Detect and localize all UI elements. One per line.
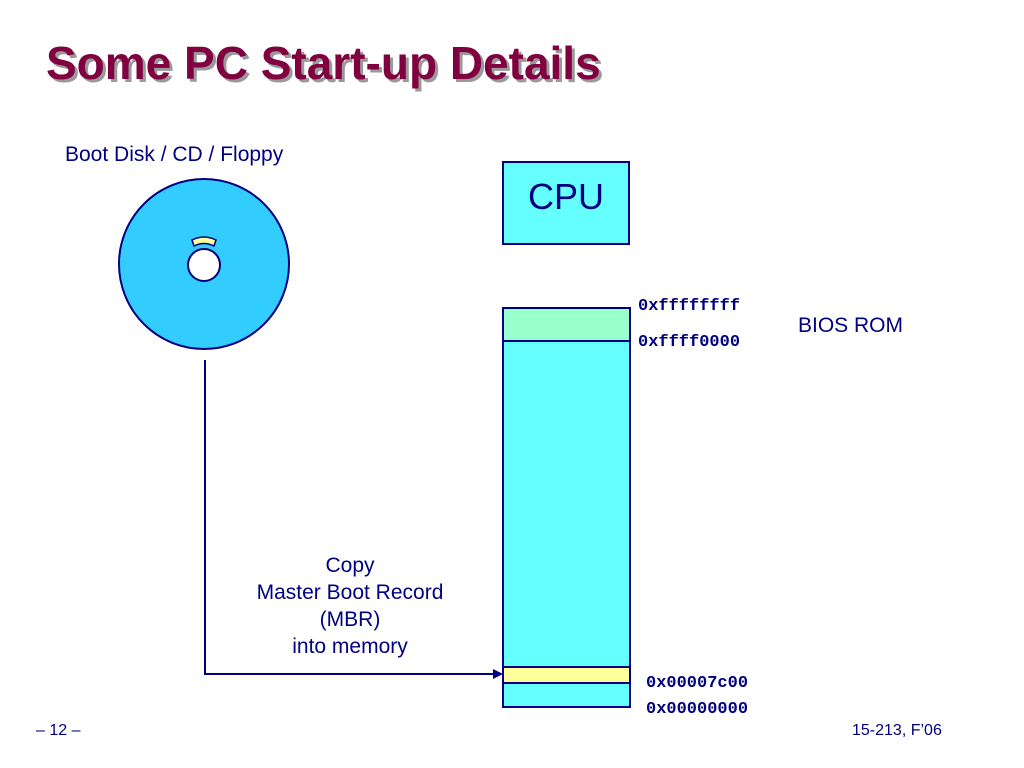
boot-disk-label: Boot Disk / CD / Floppy: [65, 143, 284, 166]
address-bottom: 0x00000000: [646, 700, 749, 719]
disk-label-arc: [191, 236, 217, 248]
copy-arrow-line: [204, 360, 494, 675]
disk-hole: [187, 248, 221, 282]
mbr-region: [504, 666, 629, 684]
bios-rom-region: [504, 309, 629, 342]
address-bios-start: 0xffff0000: [638, 333, 741, 352]
cpu-label: CPU: [527, 176, 604, 217]
copy-arrow: [204, 360, 503, 679]
page-number: – 12 –: [36, 722, 81, 739]
bios-rom-label: BIOS ROM: [798, 314, 904, 337]
copy-note-line: Copy: [325, 554, 375, 577]
cpu-box: CPU: [502, 161, 630, 245]
copy-note-line: into memory: [292, 635, 408, 658]
copy-note-line: (MBR): [319, 608, 381, 631]
disk-icon: [118, 178, 290, 350]
copy-note-line: Master Boot Record: [256, 581, 444, 604]
course-footer: 15-213, F’06: [852, 722, 942, 739]
address-top: 0xffffffff: [638, 297, 741, 316]
copy-mbr-note: Copy Master Boot Record (MBR) into memor…: [220, 552, 480, 660]
address-mbr-start: 0x00007c00: [646, 674, 749, 693]
slide-title: Some PC Start-up Details: [46, 37, 601, 89]
memory-column: [502, 307, 631, 708]
copy-arrow-head: [493, 669, 503, 679]
